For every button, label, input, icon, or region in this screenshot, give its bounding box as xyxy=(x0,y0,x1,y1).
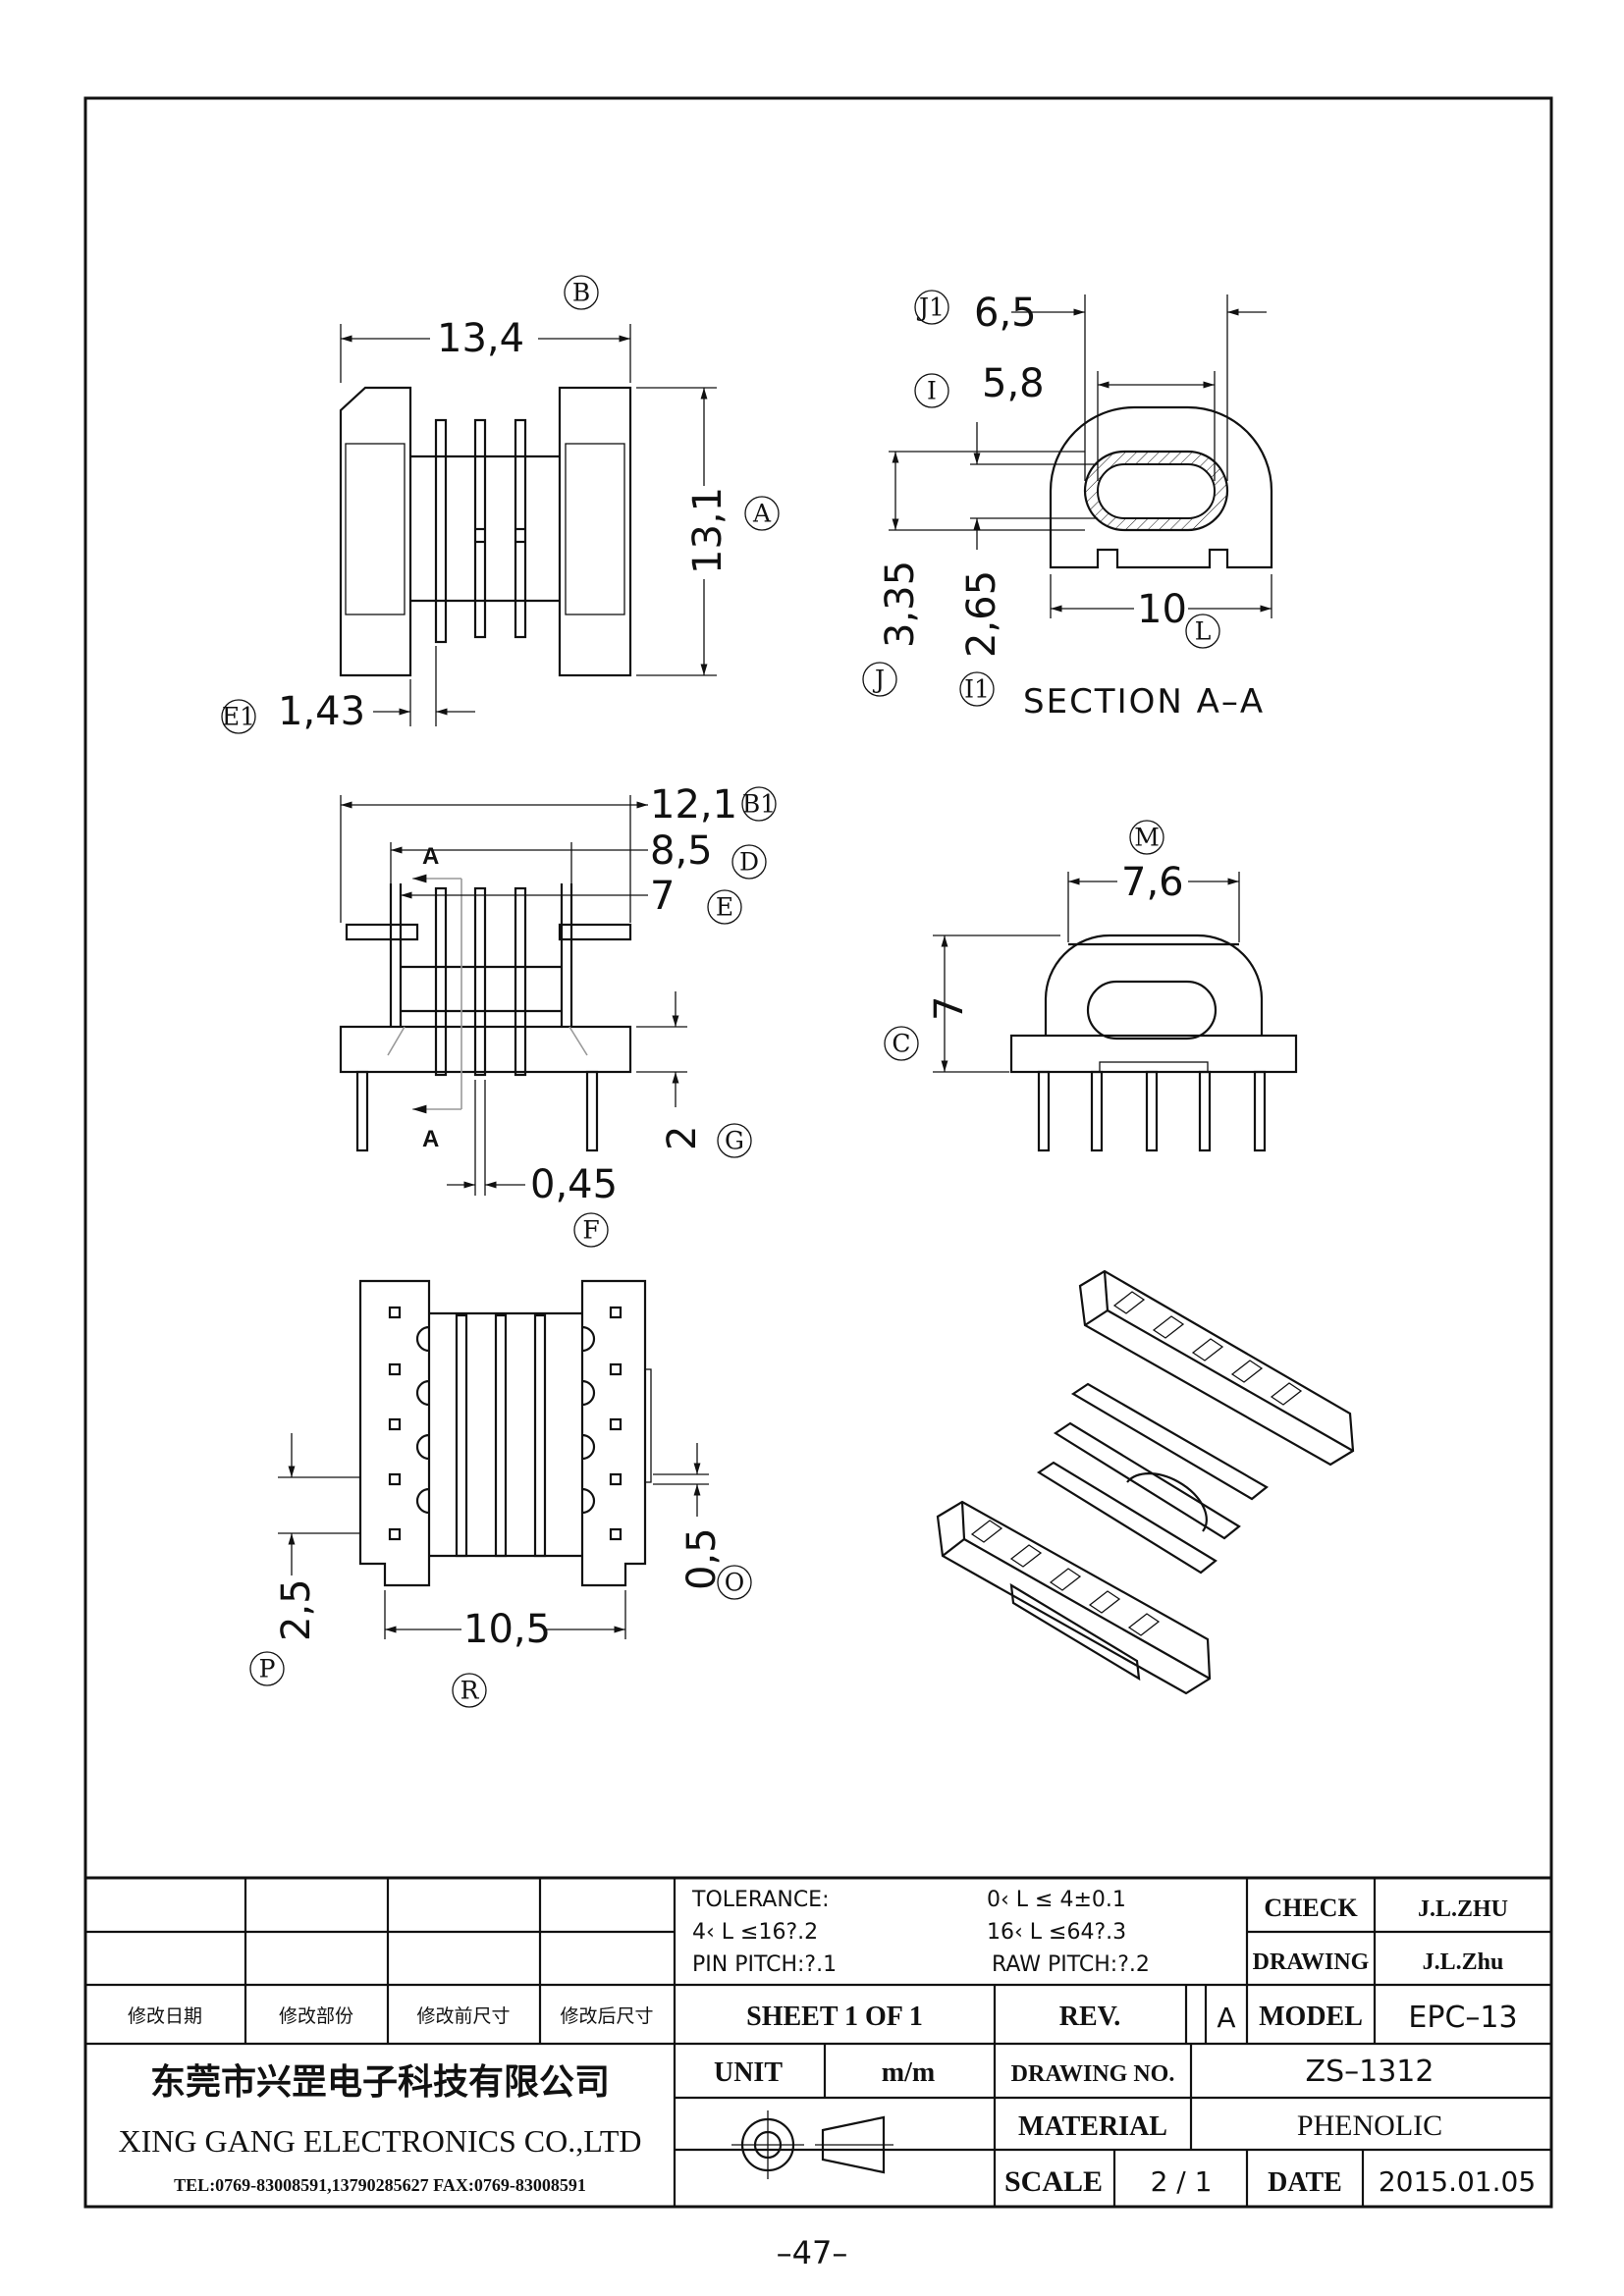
dim-e: 7 xyxy=(650,874,675,919)
page-number: –47– xyxy=(777,2234,848,2271)
side-view: A A 12,1 B1 8,5 D 7 E 2 G 0,45 xyxy=(339,782,777,1248)
dim-m: 7,6 xyxy=(1121,860,1184,905)
tag-g: G xyxy=(725,1127,744,1155)
tag-c: C xyxy=(892,1030,910,1058)
drawing-value: J.L.Zhu xyxy=(1423,1949,1504,1975)
check-value: J.L.ZHU xyxy=(1418,1896,1508,1922)
bottom-pads-left xyxy=(388,1306,430,1541)
rev-col-3: 修改前尺寸 xyxy=(416,2005,510,2027)
tag-e1: E1 xyxy=(222,703,255,731)
dim-l: 10 xyxy=(1137,587,1187,632)
dim-j: 3,35 xyxy=(878,561,923,648)
rev-label: REV. xyxy=(1059,2002,1121,2032)
drawing-no-label: DRAWING NO. xyxy=(1011,2061,1175,2087)
tag-b1: B1 xyxy=(742,790,776,819)
drawing-frame xyxy=(83,96,1553,2209)
tag-m: M xyxy=(1134,824,1160,852)
tag-j: J xyxy=(872,666,885,694)
rev-col-4: 修改后尺寸 xyxy=(560,2005,653,2027)
dim-g: 2 xyxy=(660,1126,705,1150)
unit-value: m/m xyxy=(882,2057,935,2088)
bottom-view: 2,5 P 10,5 R 0,5 O xyxy=(249,1279,752,1708)
tag-e: E xyxy=(716,893,733,922)
contact: TEL:0769-83008591,13790285627 FAX:0769-8… xyxy=(174,2175,586,2195)
tag-o: O xyxy=(725,1569,745,1597)
tag-b: B xyxy=(572,279,590,307)
dim-o: 0,5 xyxy=(679,1527,725,1590)
dim-f: 0,45 xyxy=(530,1162,618,1207)
sheet: SHEET 1 OF 1 xyxy=(746,2002,923,2032)
rev-col-2: 修改部份 xyxy=(279,2005,353,2027)
section-mark-bottom: A xyxy=(422,1126,439,1152)
end-view: 7,6 M 7 C xyxy=(884,820,1298,1152)
model-value: EPC–13 xyxy=(1408,2001,1517,2035)
drawing-label: DRAWING xyxy=(1253,1949,1370,1975)
tag-a: A xyxy=(752,500,772,528)
tag-r: R xyxy=(460,1677,480,1705)
model-label: MODEL xyxy=(1259,2002,1363,2032)
dim-d: 8,5 xyxy=(650,828,713,874)
unit-label: UNIT xyxy=(714,2057,783,2088)
date-value: 2015.01.05 xyxy=(1379,2165,1536,2198)
tolerance-label: TOLERANCE: xyxy=(691,1888,830,1912)
front-view: 13,4 B 13,1 A 1,43 E1 xyxy=(221,275,780,734)
pin-pitch: PIN PITCH:?.1 xyxy=(692,1952,837,1977)
dim-b: 13,4 xyxy=(437,316,524,361)
material-label: MATERIAL xyxy=(1018,2111,1167,2142)
drawing-no-value: ZS–1312 xyxy=(1306,2055,1435,2089)
dim-i1: 2,65 xyxy=(959,570,1004,658)
tolerance-1: 0‹ L ≤ 4±0.1 xyxy=(987,1888,1126,1912)
dim-e1: 1,43 xyxy=(278,689,365,734)
tag-l: L xyxy=(1195,617,1212,646)
tag-i1: I1 xyxy=(964,675,990,704)
section-mark-top: A xyxy=(422,843,439,870)
section-label: SECTION A–A xyxy=(1023,682,1265,721)
dim-j1: 6,5 xyxy=(974,291,1037,336)
dim-i: 5,8 xyxy=(982,361,1045,406)
rev-value: A xyxy=(1217,2002,1235,2034)
material-value: PHENOLIC xyxy=(1297,2109,1442,2142)
dim-p: 2,5 xyxy=(274,1578,319,1641)
tag-f: F xyxy=(582,1216,599,1245)
company-en: XING GANG ELECTRONICS CO.,LTD xyxy=(118,2123,641,2159)
check-label: CHECK xyxy=(1264,1894,1358,1922)
isometric-view xyxy=(936,1269,1355,1695)
title-block: TOLERANCE: 0‹ L ≤ 4±0.1 4‹ L ≤16?.2 16‹ … xyxy=(85,1876,1551,2207)
section-view: 6,5 J1 5,8 I 3,35 2,65 J I1 10 L SECTION… xyxy=(862,290,1273,721)
tag-p: P xyxy=(259,1655,276,1683)
raw-pitch: RAW PITCH:?.2 xyxy=(992,1952,1150,1977)
dim-a: 13,1 xyxy=(685,487,731,574)
dim-c: 7 xyxy=(927,996,972,1021)
rev-col-1: 修改日期 xyxy=(128,2005,202,2027)
tolerance-2: 4‹ L ≤16?.2 xyxy=(692,1920,818,1945)
dim-r: 10,5 xyxy=(463,1607,551,1652)
scale-value: 2 / 1 xyxy=(1151,2165,1213,2198)
tag-d: D xyxy=(739,848,759,877)
bottom-pads-right xyxy=(581,1306,652,1541)
company-cn: 东莞市兴罡电子科技有限公司 xyxy=(150,2062,610,2103)
tag-j1: J1 xyxy=(916,294,945,322)
projection-symbol xyxy=(731,2110,893,2179)
tolerance-3: 16‹ L ≤64?.3 xyxy=(987,1920,1126,1945)
scale-label: SCALE xyxy=(1004,2165,1103,2198)
date-label: DATE xyxy=(1268,2167,1342,2198)
tag-i: I xyxy=(927,377,937,405)
dim-b1: 12,1 xyxy=(650,782,737,828)
